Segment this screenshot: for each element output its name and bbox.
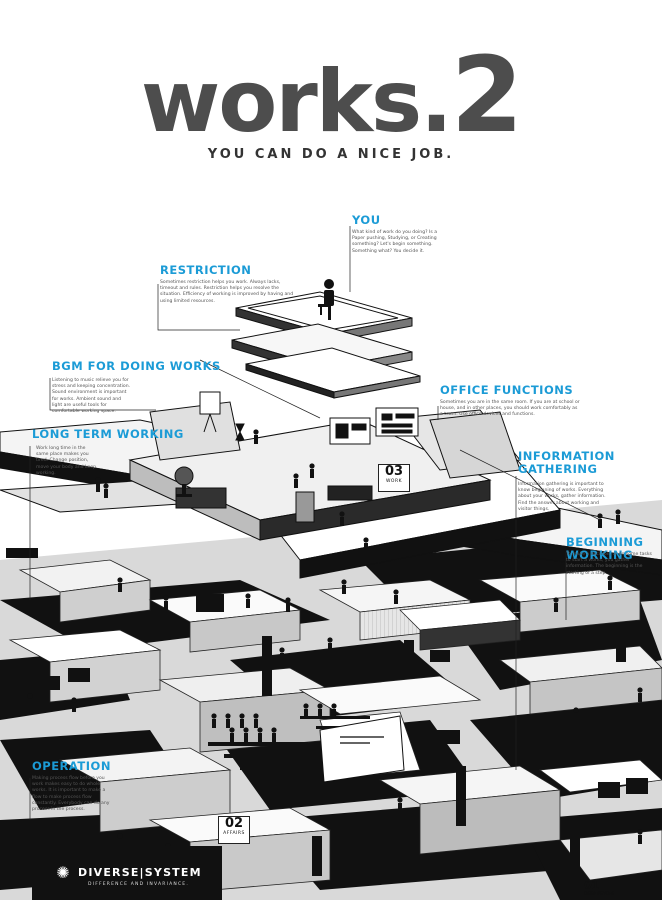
desc-beginning-working: To make a decision, or do some tasks to …	[566, 552, 652, 576]
desc-operation: Making process flow before you work make…	[32, 776, 110, 813]
marker-02: 02 AFFAIRS	[218, 816, 250, 844]
marker-03: 03 WORK	[378, 464, 410, 492]
structural-pillars	[262, 632, 626, 876]
logo-tagline: DIFFERENCE AND INVARIANCE.	[88, 882, 189, 887]
marker-03-digits: 03	[384, 464, 404, 479]
desc-office-functions: Sometimes you are in the same room. If y…	[440, 400, 580, 418]
marker-01-caption: DEEP PSYCHE	[584, 892, 615, 897]
label-you: YOU	[352, 213, 381, 227]
marker-01: 01 DEEP PSYCHE	[584, 879, 615, 898]
marker-02-digits: 02	[224, 816, 244, 831]
desk-clusters	[6, 548, 648, 802]
desc-information-gathering: Information gathering is important to kn…	[518, 482, 606, 512]
marker-01-digits: 01	[584, 879, 600, 892]
label-office-functions: OFFICE FUNCTIONS	[440, 383, 574, 397]
presentation-screen	[319, 715, 405, 783]
title-main: works.	[140, 52, 453, 152]
label-restriction: RESTRICTION	[160, 263, 252, 277]
label-operation: OPERATION	[32, 759, 111, 773]
leader-lines	[29, 226, 601, 820]
marker-02-caption: AFFAIRS	[223, 831, 245, 836]
label-long-term-working: LONG TERM WORKING	[32, 427, 184, 441]
label-beginning-working: BEGINNING WORKING	[566, 535, 644, 562]
logo-name: DIVERSE|SYSTEM	[78, 866, 202, 879]
desc-long-term-working: Work long time in the same place makes y…	[36, 446, 97, 476]
starburst-icon: ✺	[56, 863, 70, 882]
desc-you: What kind of work do you doing? Is a Pap…	[352, 230, 438, 254]
you-figure-icon	[318, 279, 334, 320]
page-title: works.2	[0, 34, 662, 156]
fan-icon	[174, 466, 194, 497]
people-figures	[27, 429, 643, 858]
desc-bgm: Listening to music relieve you for stres…	[52, 378, 131, 415]
office-monitors	[329, 407, 419, 445]
brand-logo: ✺ DIVERSE|SYSTEM DIFFERENCE AND INVARIAN…	[32, 846, 222, 900]
easel-board-icon	[199, 391, 245, 441]
marker-03-caption: WORK	[385, 479, 403, 484]
label-information-gathering: INFORMATION GATHERING	[518, 449, 615, 476]
tagline: YOU CAN DO A NICE JOB.	[207, 147, 455, 162]
label-bgm: BGM FOR DOING WORKS	[52, 359, 221, 373]
you-platform-stack	[231, 291, 421, 399]
desc-restriction: Sometimes restriction helps you work. Al…	[160, 280, 294, 304]
title-number: 2	[450, 34, 523, 156]
